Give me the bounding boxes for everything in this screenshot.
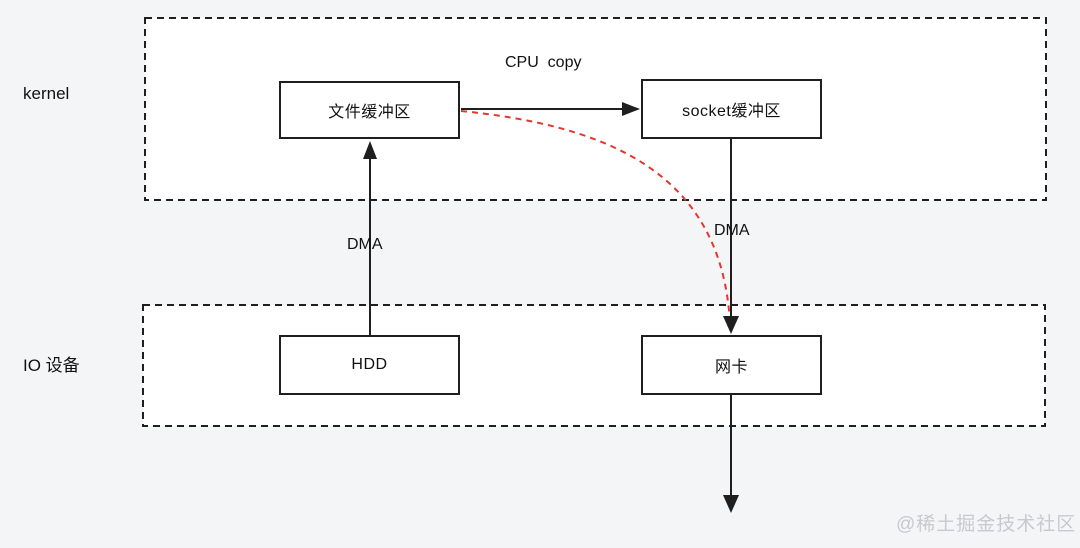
file-buffer-label: 文件缓冲区 (328, 104, 411, 121)
nic-label: 网卡 (714, 359, 748, 376)
kernel-lane-label: kernel (23, 84, 70, 103)
dma-arrow-hdd-arrowhead (363, 141, 377, 159)
dma-arrow-nic-arrowhead (723, 316, 739, 334)
dma-right-edge-label: DMA (714, 222, 750, 239)
socket-buffer-label: socket缓冲区 (682, 103, 781, 120)
nic-node: 网卡 (641, 335, 822, 395)
file-buffer-node: 文件缓冲区 (279, 81, 460, 139)
hdd-label: HDD (351, 356, 388, 373)
io-device-lane-label: IO 设备 (23, 356, 80, 375)
dma-left-edge-label: DMA (347, 236, 383, 253)
hdd-node: HDD (279, 335, 460, 395)
red-dashed-copy-curve (460, 110, 731, 325)
nic-output-arrowhead (723, 495, 739, 513)
socket-buffer-node: socket缓冲区 (641, 79, 822, 139)
cpu-copy-edge-label: CPU copy (505, 54, 582, 71)
watermark-text: @稀土掘金技术社区 (896, 514, 1077, 535)
cpu-copy-arrowhead (622, 102, 640, 116)
